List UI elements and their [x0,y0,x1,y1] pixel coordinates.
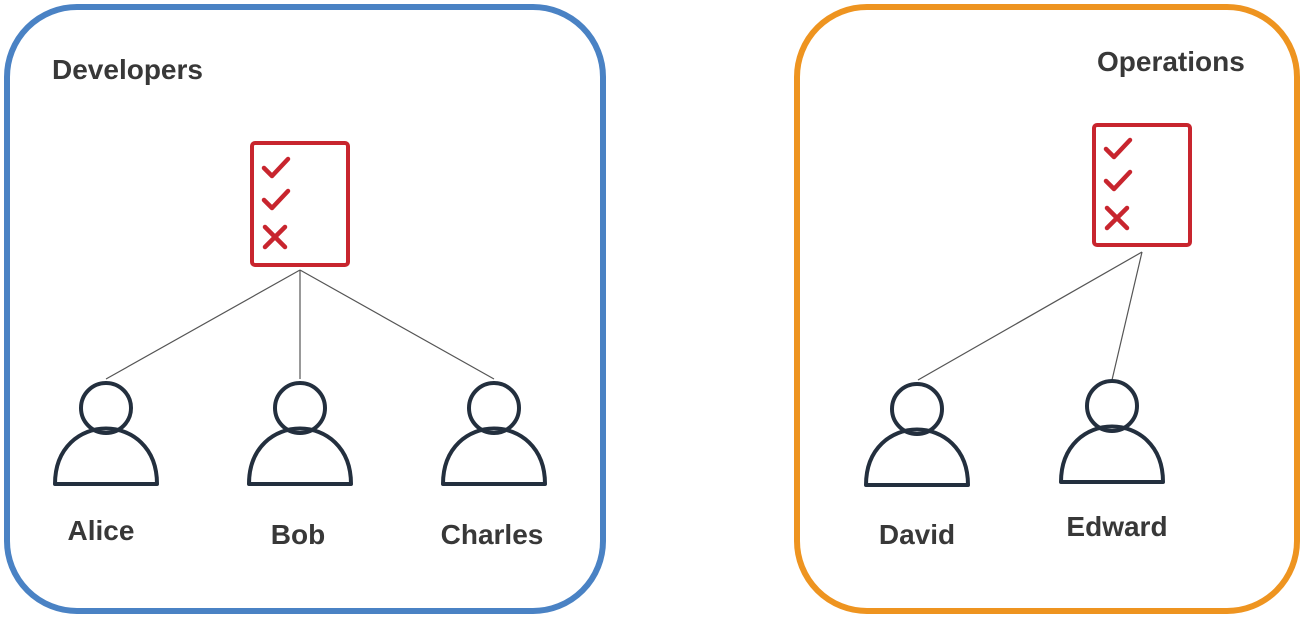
connector-edward [1111,251,1143,381]
cross-mark-icon [1104,205,1130,231]
user-name-david: David [878,519,956,550]
policy-connectors-operations [917,251,1143,381]
group-box-operations [794,4,1300,614]
user-icon [441,381,547,486]
checklist-icon [250,141,350,267]
user-icon [864,382,970,487]
user-name-charles: Charles [440,519,544,550]
group-title-developers: Developers [52,54,203,85]
check-mark-icon [1103,137,1133,160]
policy-connectors-developers [105,269,495,380]
group-title-operations: Operations [1097,46,1245,77]
group-box-developers [4,4,606,614]
user-name-edward: Edward [1066,511,1168,542]
user-name-bob: Bob [270,519,326,550]
connector-charles [299,269,495,380]
check-mark-icon [1103,169,1133,192]
group-operations [794,4,1300,614]
cross-mark-icon [262,224,288,250]
connector-alice [105,269,301,380]
user-name-alice: Alice [67,515,135,546]
group-developers [4,4,606,614]
user-icon [53,381,159,486]
check-mark-icon [261,156,291,179]
user-icon [247,381,353,486]
user-icon [1059,379,1165,484]
check-mark-icon [261,188,291,211]
checklist-icon [1092,123,1192,247]
connector-david [917,251,1143,381]
